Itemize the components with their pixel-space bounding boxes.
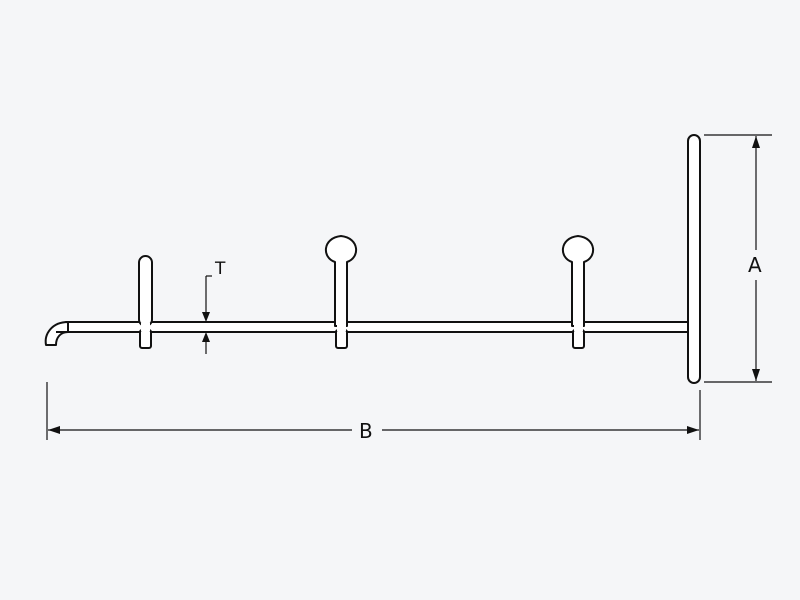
a-arrow-top: [752, 136, 760, 148]
bulb-rib-1: [325, 235, 357, 327]
a-arrow-bottom: [752, 369, 760, 381]
dimension-b: B: [46, 382, 701, 443]
web-join-cover: [689, 323, 699, 331]
web-join-cover: [574, 323, 583, 331]
web-join-cover: [337, 323, 346, 331]
bottom-stub-3: [572, 329, 585, 349]
base-web: [65, 321, 699, 333]
end-flange: [687, 134, 701, 384]
t-arrow-bottom: [202, 332, 210, 342]
dimension-t-label: T: [214, 259, 226, 279]
dimension-t: T: [202, 259, 226, 354]
dimension-b-label: B: [359, 419, 373, 443]
plain-rib: [138, 255, 153, 327]
bottom-stub-2: [335, 329, 348, 349]
t-arrow-top: [202, 312, 210, 322]
web-join-cover: [141, 323, 150, 331]
bulb-rib-2: [562, 235, 594, 327]
dimension-a-label: A: [748, 253, 762, 277]
b-arrow-right: [687, 426, 699, 434]
profile-body: [44, 134, 701, 384]
left-hook: [44, 321, 69, 346]
bottom-stub-1: [139, 329, 152, 349]
b-arrow-left: [48, 426, 60, 434]
dimension-a: A: [704, 134, 772, 383]
